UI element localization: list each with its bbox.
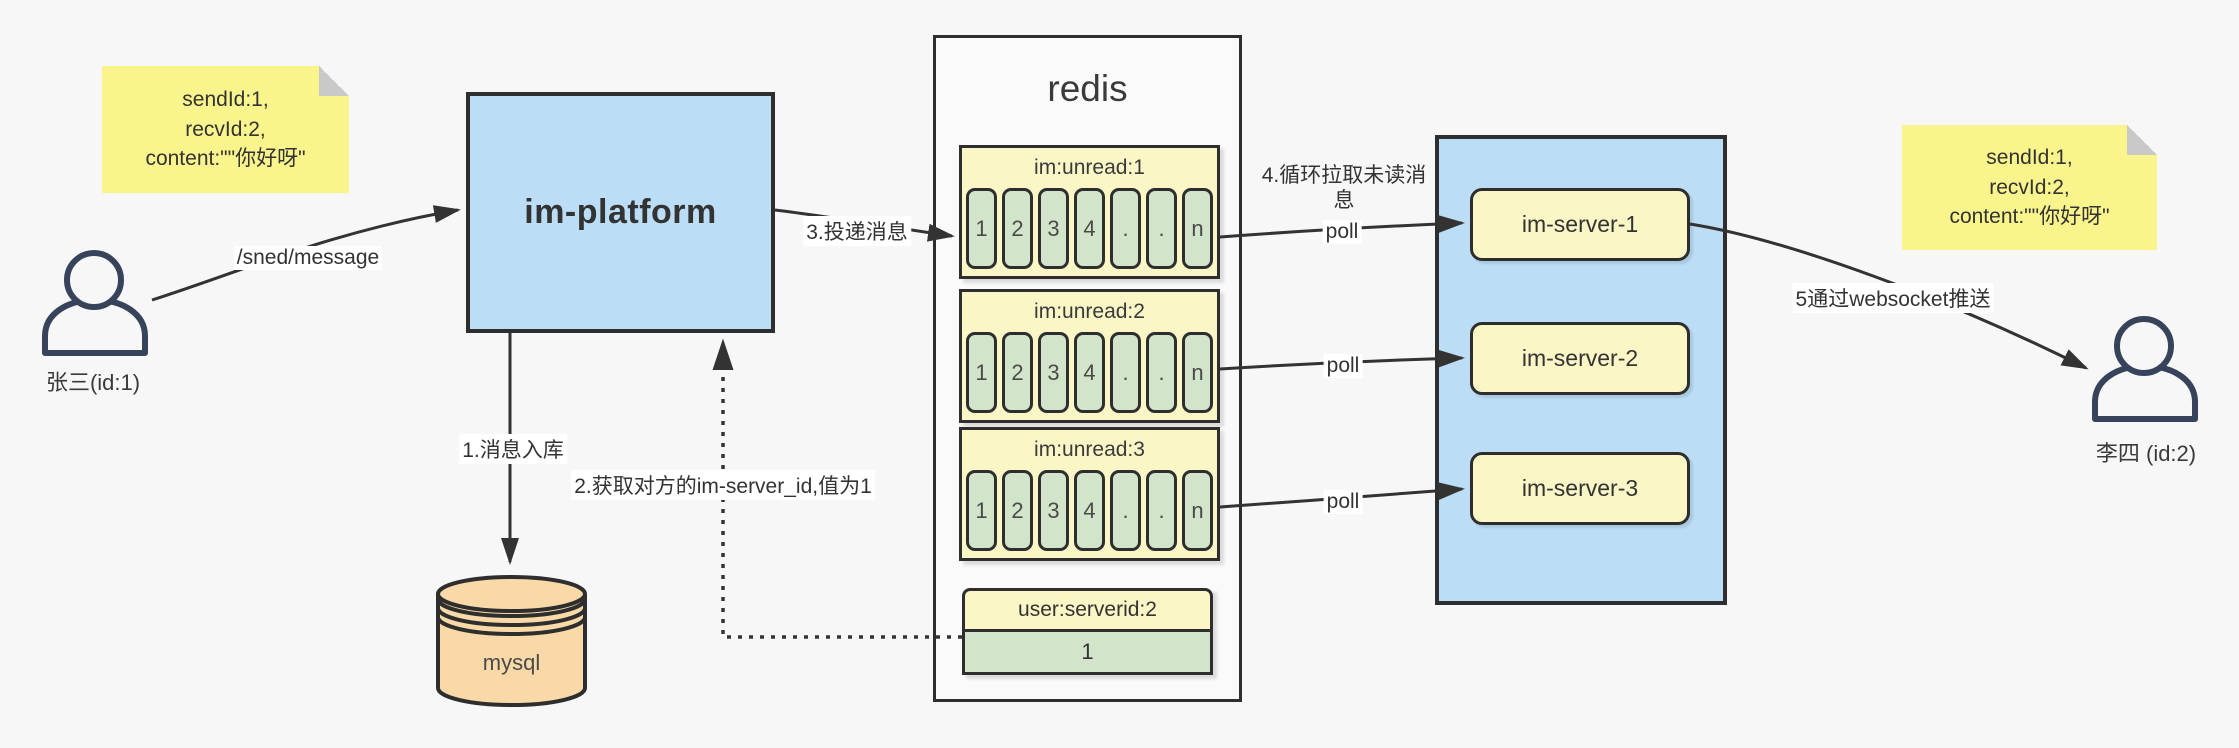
- queue-cell: 3: [1038, 188, 1069, 269]
- note-fold-icon: [319, 66, 349, 96]
- queue-cells: 1 2 3 4 . . n: [962, 188, 1217, 276]
- sender-label: 张三(id:1): [45, 370, 141, 395]
- queue-cell: 3: [1038, 470, 1069, 551]
- sticky-note-right: sendId:1, recvId:2, content:""你好呀": [1902, 125, 2157, 250]
- server-label: im-server-1: [1521, 211, 1639, 237]
- queue-cell: .: [1110, 332, 1141, 413]
- note-line: recvId:2,: [185, 117, 266, 141]
- kv-header: user:serverid:2: [962, 588, 1213, 632]
- sender-person-icon: [42, 250, 148, 356]
- queue-im-unread-3: im:unread:3 1 2 3 4 . . n: [959, 427, 1220, 561]
- queue-cells: 1 2 3 4 . . n: [962, 470, 1217, 558]
- redis-title: redis: [1047, 68, 1128, 109]
- im-platform-box: im-platform: [466, 92, 775, 333]
- queue-cells: 1 2 3 4 . . n: [962, 332, 1217, 420]
- queue-cell: .: [1146, 188, 1177, 269]
- queue-cell: n: [1182, 470, 1213, 551]
- edge-label-poll-3: poll: [1323, 490, 1363, 514]
- queue-cell: n: [1182, 332, 1213, 413]
- queue-cell: .: [1146, 332, 1177, 413]
- edge-label-send-message: /sned/message: [233, 246, 383, 270]
- mysql-label: mysql: [482, 650, 541, 675]
- queue-cell: .: [1146, 470, 1177, 551]
- edge-label-step2: 2.获取对方的im-server_id,值为1: [571, 470, 875, 500]
- queue-cell: 2: [1002, 332, 1033, 413]
- edge-label-poll-2: poll: [1323, 354, 1363, 378]
- receiver-person-icon: [2092, 316, 2198, 422]
- note-line: content:""你好呀": [145, 147, 306, 171]
- mysql-cylinder-icon: [436, 575, 587, 707]
- queue-header: im:unread:3: [1034, 438, 1145, 461]
- queue-cell: .: [1110, 470, 1141, 551]
- edge-label-step1: 1.消息入库: [459, 434, 567, 464]
- note-fold-icon: [2127, 125, 2157, 155]
- server-box-3: im-server-3: [1470, 452, 1690, 525]
- queue-cell: n: [1182, 188, 1213, 269]
- server-box-1: im-server-1: [1470, 188, 1690, 261]
- kv-value: 1: [962, 629, 1213, 675]
- sticky-note-left-text: sendId:1, recvId:2, content:""你好呀": [145, 85, 305, 174]
- note-line: recvId:2,: [1989, 175, 2070, 199]
- queue-cell: 4: [1074, 332, 1105, 413]
- edge-label-step5: 5通过websocket推送: [1792, 283, 1994, 313]
- queue-cell: .: [1110, 188, 1141, 269]
- kv-box-user-serverid: user:serverid:2 1: [962, 588, 1213, 675]
- server-box-2: im-server-2: [1470, 322, 1690, 395]
- queue-im-unread-1: im:unread:1 1 2 3 4 . . n: [959, 145, 1220, 279]
- server-label: im-server-3: [1521, 475, 1639, 501]
- server-label: im-server-2: [1521, 345, 1639, 371]
- edge-label-poll-1: poll: [1322, 220, 1362, 244]
- queue-cell: 1: [966, 470, 997, 551]
- mysql-database: mysql: [435, 572, 588, 710]
- queue-cell: 2: [1002, 188, 1033, 269]
- note-line: content:""你好呀": [1949, 205, 2110, 229]
- queue-cell: 4: [1074, 188, 1105, 269]
- receiver-label: 李四 (id:2): [2095, 441, 2197, 466]
- queue-header: im:unread:2: [1034, 300, 1145, 323]
- edge-label-step3: 3.投递消息: [803, 216, 911, 246]
- queue-im-unread-2: im:unread:2 1 2 3 4 . . n: [959, 289, 1220, 423]
- queue-cell: 2: [1002, 470, 1033, 551]
- note-line: sendId:1,: [1986, 145, 2073, 169]
- edge-label-step4: 4.循环拉取未读消息: [1261, 164, 1427, 213]
- queue-cell: 3: [1038, 332, 1069, 413]
- note-line: sendId:1,: [182, 87, 269, 111]
- sticky-note-right-text: sendId:1, recvId:2, content:""你好呀": [1949, 143, 2109, 232]
- queue-cell: 1: [966, 188, 997, 269]
- im-platform-label: im-platform: [524, 193, 717, 231]
- queue-cell: 4: [1074, 470, 1105, 551]
- sticky-note-left: sendId:1, recvId:2, content:""你好呀": [102, 66, 349, 193]
- queue-cell: 1: [966, 332, 997, 413]
- queue-header: im:unread:1: [1034, 156, 1145, 179]
